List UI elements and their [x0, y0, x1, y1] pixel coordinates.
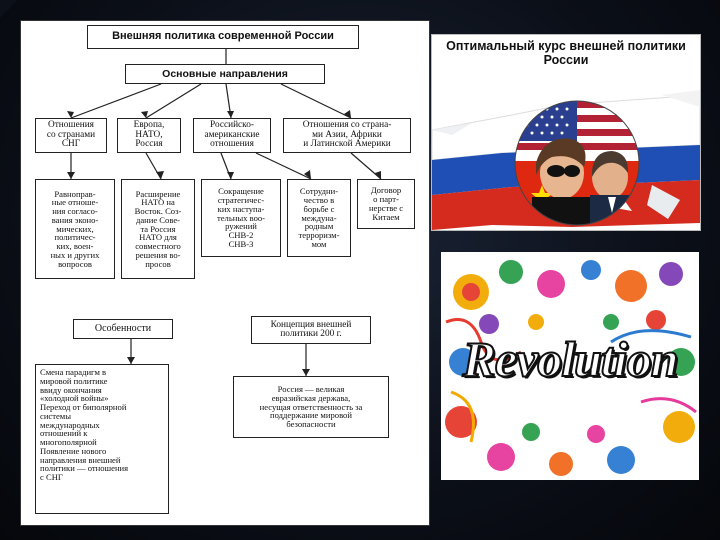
direction-cis: Отношения со странами СНГ	[35, 118, 107, 153]
main-directions-box: Основные направления	[125, 64, 325, 84]
concept-text-box: Россия — великая евразийская держава, не…	[233, 376, 389, 438]
diagram-panel: Внешняя политика современной России Осно…	[20, 20, 430, 526]
foreign-policy-panel: Оптимальный курс внешней политики России	[431, 34, 701, 231]
corner-decoration	[0, 0, 18, 18]
direction-europe-nato: Европа, НАТО, Россия	[117, 118, 181, 153]
detail-nato: Расширение НАТО на Восток. Соз- дание Со…	[121, 179, 195, 279]
foreign-policy-title: Оптимальный курс внешней политики России	[432, 39, 700, 68]
concept-box: Концепция внешней политики 200 г.	[251, 316, 371, 344]
revolution-panel: Revolution	[441, 252, 699, 480]
diagram-title: Внешняя политика современной России	[87, 25, 359, 49]
detail-terrorism: Сотрудни- чество в борьбе с междуна- род…	[287, 179, 351, 257]
features-box: Особенности	[73, 319, 173, 339]
detail-cis: Равноправ- ные отноше- ния согласо- вани…	[35, 179, 115, 279]
detail-strategic-arms: Сокращение стратегичес- ких наступа- тел…	[201, 179, 281, 257]
detail-china: Договор о парт- нерстве с Китаем	[357, 179, 415, 229]
revolution-word: Revolution	[451, 330, 689, 388]
features-text-box: Смена парадигм в мировой политике ввиду …	[35, 364, 169, 514]
direction-asia-africa-latam: Отношения со страна- ми Азии, Африки и Л…	[283, 118, 411, 153]
direction-russia-usa: Российско- американские отношения	[193, 118, 271, 153]
